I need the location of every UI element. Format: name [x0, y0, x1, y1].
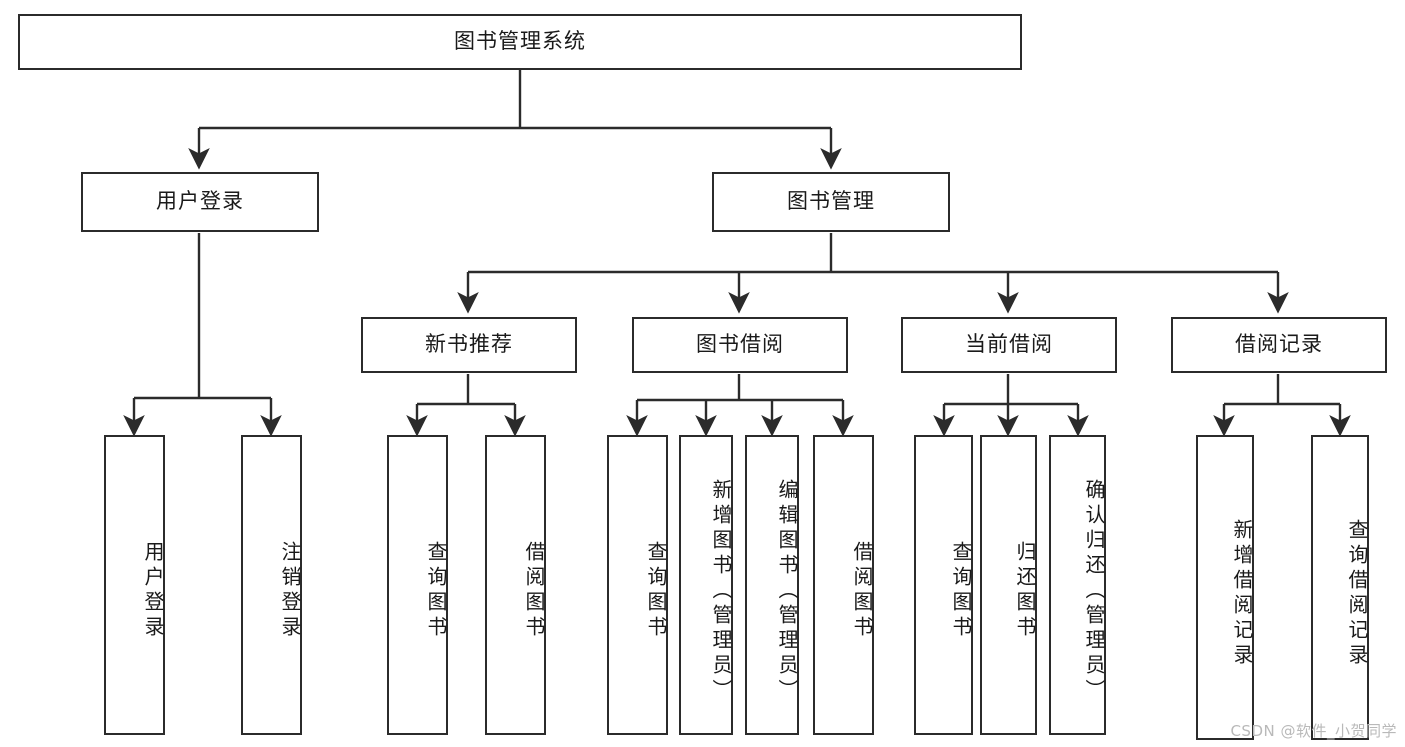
- leaf-borrowrecord-add-record[interactable]: 新增借阅记录: [1196, 435, 1254, 740]
- node-label: 图书借阅: [696, 332, 784, 357]
- node-book-borrow[interactable]: 图书借阅: [632, 317, 848, 373]
- node-label: 图书管理系统: [454, 29, 586, 54]
- node-label: 新增借阅记录: [1230, 518, 1254, 669]
- leaf-newbook-borrow-book[interactable]: 借阅图书: [485, 435, 546, 735]
- node-book-management[interactable]: 图书管理: [712, 172, 950, 232]
- node-label: 确认归还（管理员）: [1082, 478, 1106, 704]
- leaf-bookborrow-edit-book-admin[interactable]: 编辑图书（管理员）: [745, 435, 799, 735]
- node-user-login[interactable]: 用户登录: [81, 172, 319, 232]
- node-label: 查询借阅记录: [1345, 518, 1369, 669]
- node-new-book-recommend[interactable]: 新书推荐: [361, 317, 577, 373]
- node-label: 注销登录: [278, 541, 302, 641]
- node-label: 查询图书: [424, 541, 448, 641]
- node-label: 新增图书（管理员）: [709, 478, 733, 704]
- node-label: 查询图书: [644, 541, 668, 641]
- node-label: 借阅图书: [850, 541, 874, 641]
- leaf-currentborrow-confirm-return-admin[interactable]: 确认归还（管理员）: [1049, 435, 1106, 735]
- csdn-watermark: CSDN @软件_小贺同学: [1230, 722, 1397, 740]
- node-current-borrow[interactable]: 当前借阅: [901, 317, 1117, 373]
- leaf-borrowrecord-query-record[interactable]: 查询借阅记录: [1311, 435, 1369, 740]
- leaf-user-login[interactable]: 用户登录: [104, 435, 165, 735]
- node-label: 归还图书: [1013, 541, 1037, 641]
- node-label: 当前借阅: [965, 332, 1053, 357]
- leaf-newbook-query-book[interactable]: 查询图书: [387, 435, 448, 735]
- node-borrow-record[interactable]: 借阅记录: [1171, 317, 1387, 373]
- leaf-logout[interactable]: 注销登录: [241, 435, 302, 735]
- node-label: 用户登录: [141, 541, 165, 641]
- leaf-bookborrow-borrow-book[interactable]: 借阅图书: [813, 435, 874, 735]
- node-label: 编辑图书（管理员）: [775, 478, 799, 704]
- leaf-bookborrow-add-book-admin[interactable]: 新增图书（管理员）: [679, 435, 733, 735]
- node-label: 图书管理: [787, 189, 875, 214]
- leaf-currentborrow-return-book[interactable]: 归还图书: [980, 435, 1037, 735]
- node-root-book-management-system[interactable]: 图书管理系统: [18, 14, 1022, 70]
- node-label: 用户登录: [156, 189, 244, 214]
- node-label: 新书推荐: [425, 332, 513, 357]
- node-label: 借阅图书: [522, 541, 546, 641]
- leaf-currentborrow-query-book[interactable]: 查询图书: [914, 435, 973, 735]
- node-label: 查询图书: [949, 541, 973, 641]
- node-label: 借阅记录: [1235, 332, 1323, 357]
- leaf-bookborrow-query-book[interactable]: 查询图书: [607, 435, 668, 735]
